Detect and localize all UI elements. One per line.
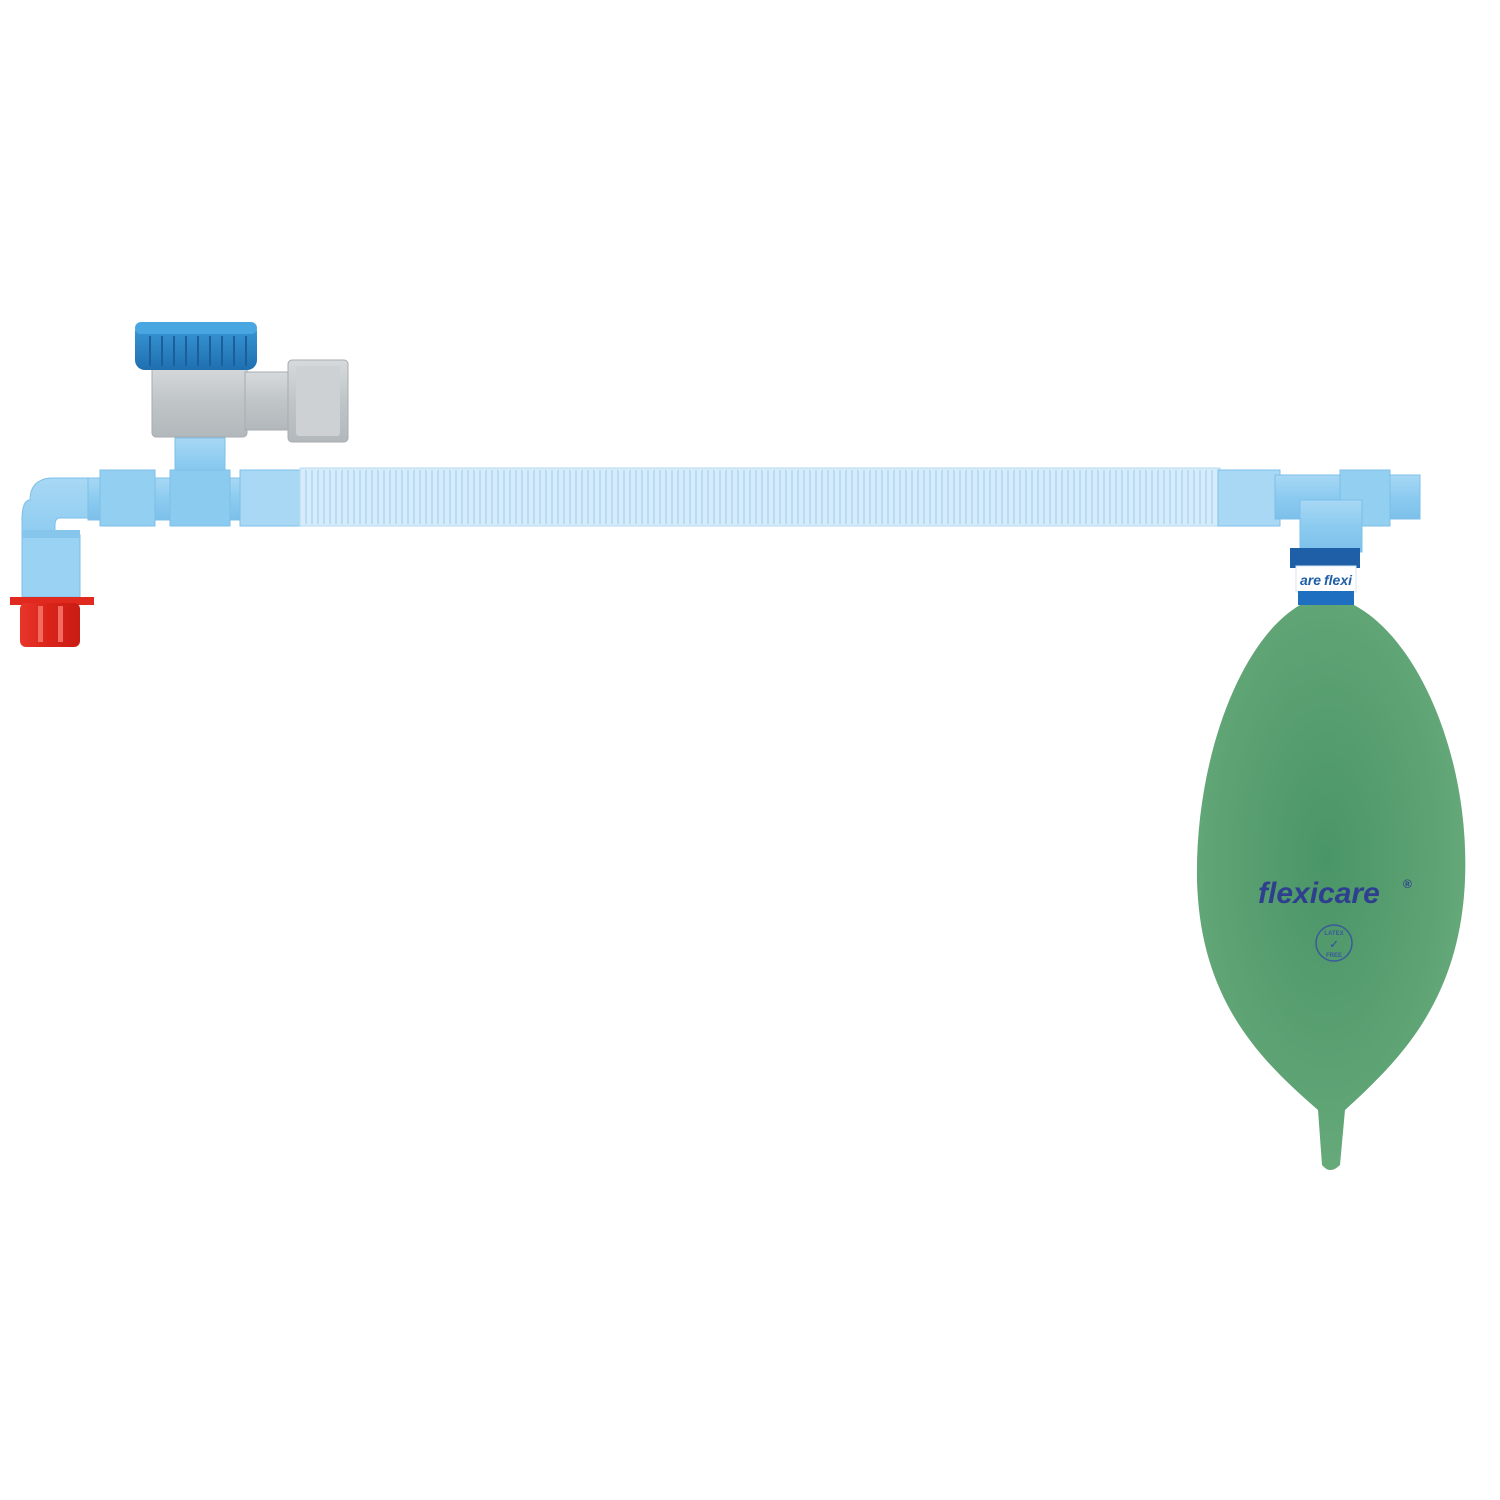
registered-mark: ® bbox=[1403, 877, 1412, 891]
reservoir-bag bbox=[1196, 605, 1466, 1170]
red-cap bbox=[10, 597, 94, 647]
stamp-bottom-text: FREE bbox=[1326, 953, 1342, 959]
adjustable-valve bbox=[151, 359, 349, 443]
collar-text-left: are bbox=[1300, 572, 1321, 588]
latex-free-stamp: LATEX ✓ FREE bbox=[1315, 924, 1353, 962]
brand-logo-text: flexicare bbox=[1258, 877, 1380, 910]
left-t-connector bbox=[87, 437, 303, 527]
bag-collar: are flexi bbox=[1290, 548, 1360, 605]
valve-knob bbox=[135, 322, 257, 370]
elbow-connector bbox=[21, 477, 101, 601]
brand-logo: flexicare ® bbox=[1258, 877, 1412, 910]
corrugated-tube bbox=[299, 467, 1221, 527]
stamp-top-text: LATEX bbox=[1324, 931, 1343, 937]
collar-text-right: flexi bbox=[1324, 572, 1353, 588]
check-icon: ✓ bbox=[1329, 939, 1338, 951]
right-t-connector bbox=[1217, 469, 1421, 553]
